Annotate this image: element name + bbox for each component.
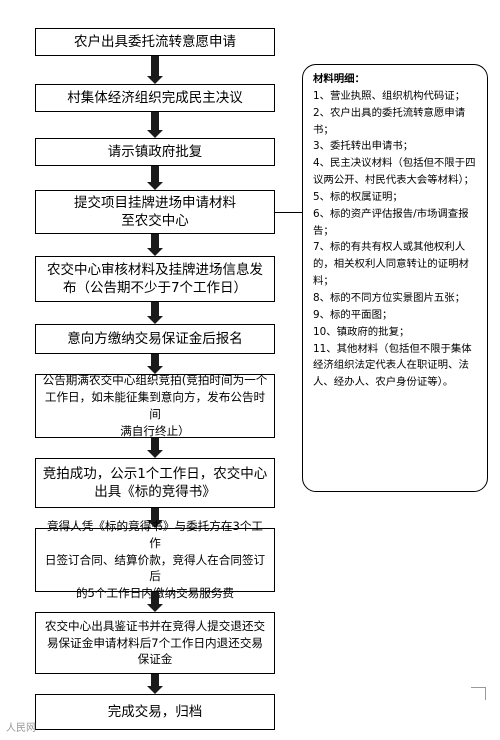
down-arrow-icon [147, 592, 163, 612]
materials-item: 7、标的有共有权人或其他权利人的，相关权利人同意转让的证明材料； [313, 241, 469, 288]
flow-step-text: 请示镇政府批复 [107, 143, 203, 160]
materials-panel: 材料明细： 1、营业执照、组织机构代码证； 2、农户出具的委托流转意愿申请书； … [302, 64, 488, 492]
materials-item: 10、镇政府的批复； [313, 325, 410, 338]
flow-step-9: 竞得人凭《标的竞得书》与委托方在3个工作 日签订合同、结算价款，竞得人在合同签订… [35, 519, 275, 600]
flow-step-text: 农户出具委托流转意愿申请 [74, 33, 236, 50]
flow-step-1: 农户出具委托流转意愿申请 [35, 28, 275, 56]
flow-step-text: 提交项目挂牌进场申请材料 至农交中心 [74, 194, 236, 229]
materials-item: 4、民主决议材料（包括但不限于四议两公开、村民代表大会等材料）； [313, 157, 476, 187]
down-arrow-icon [147, 674, 163, 694]
materials-item: 5、标的权属证明； [313, 190, 403, 203]
materials-item: 8、标的不同方位实景图片五张； [313, 291, 466, 304]
flow-step-8: 竞拍成功，公示1个工作日，农交中心 出具《标的竞得书》 [35, 458, 275, 508]
down-arrow-icon [147, 56, 163, 84]
down-arrow-icon [147, 508, 163, 528]
materials-title: 材料明细： [313, 73, 365, 85]
flow-step-7: 公告期满农交中心组织竞拍(竞拍时间为一个 工作日，如未能征集到意向方，发布公告时… [35, 373, 275, 438]
flow-step-text: 农交中心审核材料及挂牌进场信息发 布（公告期不少于7个工作日） [47, 261, 263, 296]
materials-item: 11、其他材料（包括但不限于集体经济组织法定代表人在职证明、法人、经办人、农户身… [313, 342, 472, 389]
flow-step-text: 意向方缴纳交易保证金后报名 [67, 330, 243, 347]
flow-step-text: 竞得人凭《标的竞得书》与委托方在3个工作 日签订合同、结算价款，竞得人在合同签订… [44, 519, 266, 600]
materials-item: 9、标的平面图； [313, 308, 393, 321]
down-arrow-icon [147, 166, 163, 190]
flow-step-2: 村集体经济组织完成民主决议 [35, 84, 275, 112]
down-arrow-icon [147, 354, 163, 374]
flow-step-text: 村集体经济组织完成民主决议 [67, 89, 243, 106]
down-arrow-icon [147, 438, 163, 458]
connector-line [275, 212, 302, 213]
flow-step-5: 农交中心审核材料及挂牌进场信息发 布（公告期不少于7个工作日） [35, 256, 275, 302]
flow-step-3: 请示镇政府批复 [35, 138, 275, 166]
flow-step-text: 完成交易，归档 [107, 703, 203, 720]
materials-item: 2、农户出具的委托流转意愿申请书； [313, 106, 466, 136]
flow-step-10: 农交中心出具鉴证书并在竞得人提交退还交 易保证金申请材料后7个工作日内退还交易 … [35, 612, 275, 674]
materials-item: 1、营业执照、组织机构代码证； [313, 89, 466, 102]
down-arrow-icon [147, 234, 163, 256]
flow-step-text: 竞拍成功，公示1个工作日，农交中心 出具《标的竞得书》 [42, 465, 268, 500]
flow-step-4: 提交项目挂牌进场申请材料 至农交中心 [35, 190, 275, 234]
down-arrow-icon [147, 112, 163, 138]
flow-step-text: 农交中心出具鉴证书并在竞得人提交退还交 易保证金申请材料后7个工作日内退还交易 … [44, 618, 266, 667]
flow-step-11: 完成交易，归档 [35, 694, 275, 730]
watermark: 人民网 [6, 723, 36, 734]
materials-item: 6、标的资产评估报告/市场调查报告； [313, 207, 469, 237]
materials-item: 3、委托转出申请书； [313, 140, 414, 153]
corner-mark [471, 687, 486, 700]
flow-step-text: 公告期满农交中心组织竞拍(竞拍时间为一个 工作日，如未能征集到意向方，发布公告时… [42, 373, 268, 438]
flow-step-6: 意向方缴纳交易保证金后报名 [35, 324, 275, 354]
down-arrow-icon [147, 302, 163, 324]
